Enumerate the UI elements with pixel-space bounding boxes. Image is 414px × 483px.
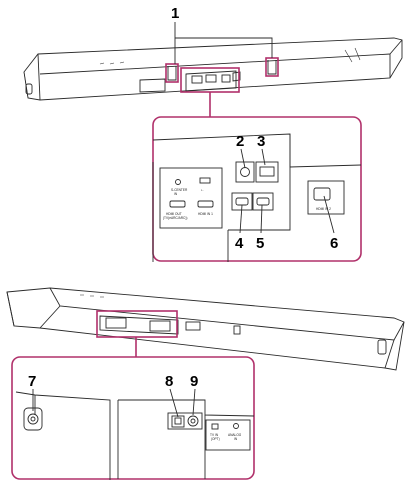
label-analog-in: ANALOG [228, 433, 242, 437]
soundbar-rear-view [23, 37, 403, 101]
callout-label-8: 8 [165, 373, 173, 390]
callout-label-7: 7 [28, 373, 36, 390]
callout-label-6: 6 [330, 235, 338, 252]
callouts-7-9: 7 8 9 [28, 373, 198, 418]
usb-icon: ⇠ [201, 188, 204, 192]
svg-text:IN: IN [234, 437, 238, 441]
svg-text:(TV(eARC/ARC)): (TV(eARC/ARC)) [163, 216, 187, 220]
callout-label-3: 3 [257, 133, 265, 150]
callouts-2-6: 2 3 4 5 6 [235, 133, 338, 252]
front-connector-zoom: TV IN (OPT) ANALOG IN [11, 356, 255, 480]
rear-connector-zoom: S-CENTER IN ⇠ HDMI OUT (TV(eARC/ARC)) HD… [152, 116, 362, 262]
label-tv-in: TV IN [210, 433, 219, 437]
callout-label-9: 9 [190, 373, 198, 390]
label-hdmi-out: HDMI OUT [166, 212, 182, 216]
svg-text:IN: IN [174, 192, 178, 196]
callout-label-4: 4 [235, 235, 244, 252]
soundbar-front-view [6, 287, 405, 371]
label-s-center-in: S-CENTER [171, 188, 188, 192]
callout-1: 1 [171, 5, 273, 64]
svg-text:(OPT): (OPT) [211, 437, 220, 441]
callout-label-1: 1 [171, 5, 179, 22]
label-hdmi-in-2: HDMI IN 2 [316, 207, 331, 211]
label-hdmi-in-1: HDMI IN 1 [198, 212, 213, 216]
callout-label-2: 2 [236, 133, 244, 150]
callout-label-5: 5 [256, 235, 264, 252]
